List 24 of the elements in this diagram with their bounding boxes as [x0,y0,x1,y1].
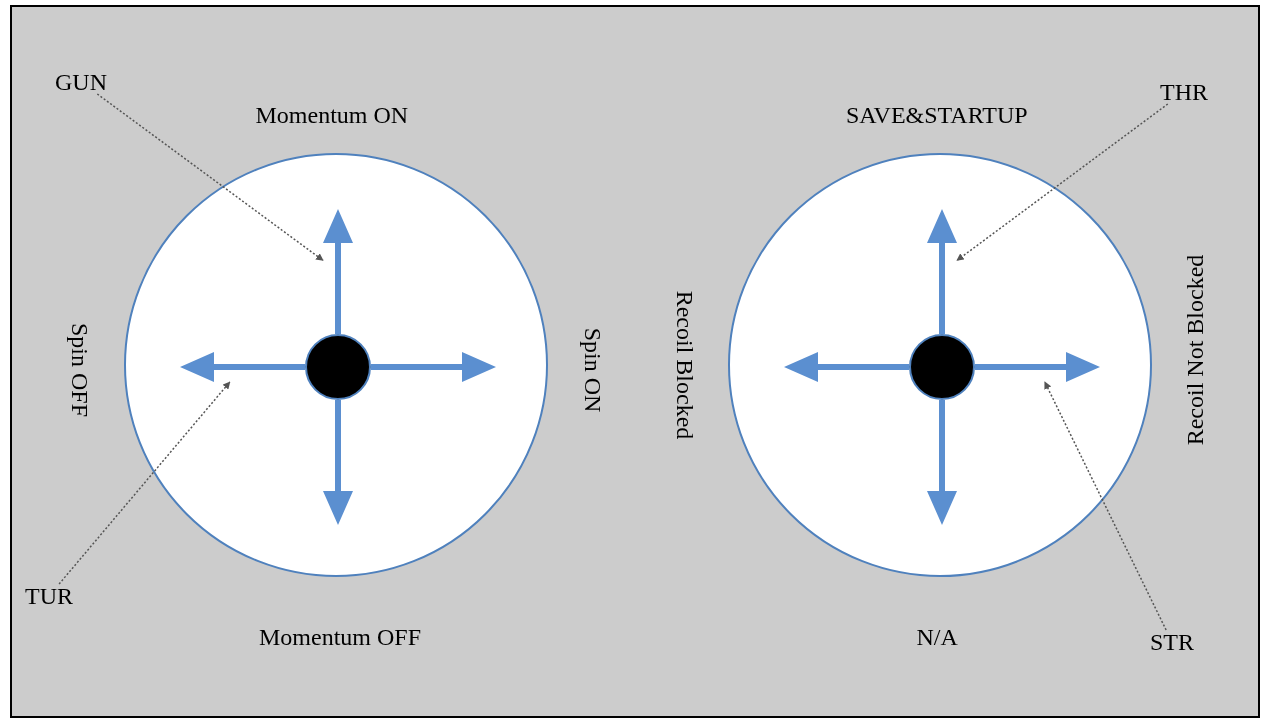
arrow [323,209,353,334]
callout-text: STR [1150,630,1194,654]
callout-text: THR [1160,80,1208,104]
rotated-label: Recoil Blocked [672,290,697,440]
rotated-label: Spin OFF [68,323,92,417]
direction-label: Momentum ON [255,103,409,127]
arrow [927,209,957,334]
direction-label: N/A [916,625,958,649]
arrow [784,352,909,382]
rotated-label: Recoil Not Blocked [1182,254,1207,446]
arrow [371,352,496,382]
callout-text: TUR [25,584,73,608]
arrow [180,352,305,382]
leader-line [58,381,231,585]
arrow [927,400,957,525]
leader-line [96,93,324,262]
leader-line [956,103,1169,262]
leader-line [1044,381,1167,631]
direction-label: SAVE&STARTUP [846,103,1028,127]
arrow [323,400,353,525]
arrow [975,352,1100,382]
callout-text: GUN [55,70,107,94]
rotated-label: Spin ON [580,327,605,413]
direction-label: Momentum OFF [259,625,422,649]
